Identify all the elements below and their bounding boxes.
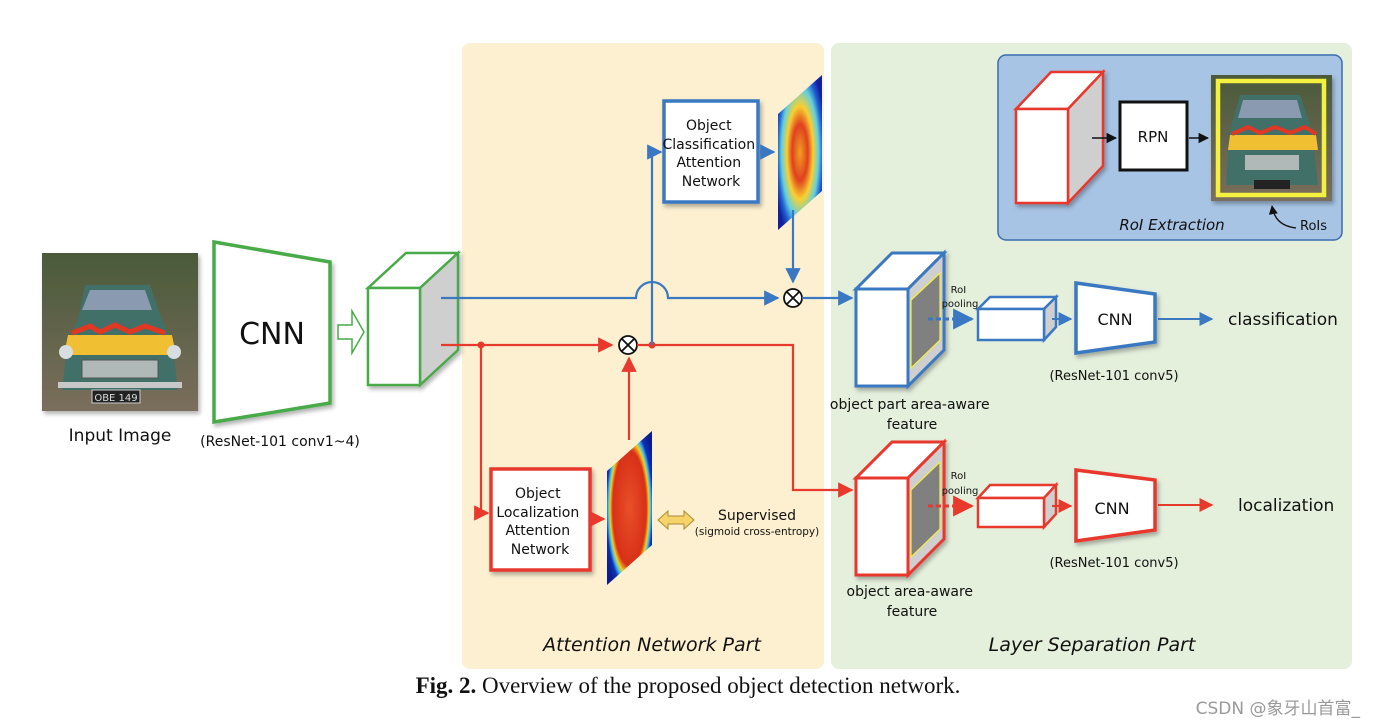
area-aware-feature-cube: [852, 438, 948, 579]
figure-caption: Fig. 2. Overview of the proposed object …: [0, 673, 1376, 699]
loc-net-line-1: Object: [515, 486, 561, 502]
loc-cnn-block: [1074, 468, 1157, 544]
cls-net-line-2: Classification: [662, 137, 755, 153]
classification-attention-network: [662, 99, 760, 204]
cls-feature-label-1: object part area-aware: [830, 397, 990, 413]
rpn-label: RPN: [1138, 128, 1169, 146]
loc-feature-label-1: object area-aware: [847, 584, 974, 600]
backbone-cnn-block: [212, 239, 332, 425]
license-plate-text: OBE 149: [94, 393, 137, 404]
cls-roi-pooling-label-1: RoI: [951, 285, 967, 296]
watermark: CSDN @象牙山首富_: [1195, 699, 1360, 719]
cls-cnn-label: CNN: [1097, 310, 1132, 329]
roi-bounding-box: [1215, 78, 1327, 198]
localization-output: localization: [1238, 496, 1334, 516]
svg-text:object part area-aware fea: object part area-aware feature: [830, 397, 994, 433]
classification-output: classification: [1228, 310, 1338, 330]
multiply-node-classification: [783, 288, 803, 308]
input-image: OBE 149: [42, 253, 198, 411]
cls-net-line-4: Network: [682, 174, 741, 190]
rois-pointer: [1268, 205, 1297, 229]
backbone-cnn-label: CNN: [239, 317, 305, 352]
svg-text:object area-aware feature: object area-aware feature: [847, 584, 978, 620]
cls-feature-label-2: feature: [887, 417, 938, 433]
cls-net-line-1: Object: [686, 118, 732, 134]
rpn-block: [1118, 100, 1189, 172]
cls-roi-pooling-label-2: pooling: [942, 299, 979, 310]
localization-attention-network: [489, 467, 592, 572]
caption-label: Fig. 2.: [415, 673, 477, 698]
cls-cnn-block: [1074, 280, 1157, 356]
backbone-feature-cube: [364, 250, 462, 388]
loc-roi-pooling-label-2: pooling: [942, 486, 979, 497]
loc-pooled-feature-cube: [975, 481, 1059, 531]
cls-pooled-feature-cube: [974, 293, 1060, 344]
localization-attention-map: [607, 431, 652, 585]
backbone-cnn-caption: (ResNet-101 conv1~4): [200, 434, 360, 450]
rois-label: RoIs: [1300, 219, 1327, 234]
classification-attention-map: [778, 75, 822, 230]
caption-text: Overview of the proposed object detectio…: [482, 673, 961, 698]
loc-net-line-3: Attention: [505, 523, 570, 539]
multiply-node-localization: [618, 335, 638, 355]
svg-text:Object Classification: Object Classification Attention Network: [662, 118, 759, 190]
cls-net-line-3: Attention: [676, 155, 741, 171]
attention-network-panel: [462, 43, 824, 669]
double-arrow-icon: [657, 509, 695, 531]
input-image-label: Input Image: [69, 426, 172, 446]
layer-separation-title: Layer Separation Part: [989, 634, 1197, 656]
loc-cnn-label: CNN: [1094, 499, 1129, 518]
loc-roi-pooling-label-1: RoI: [951, 471, 967, 482]
hollow-arrow-icon: [337, 308, 365, 356]
supervised-label: Supervised: [718, 508, 796, 524]
cls-cnn-caption: (ResNet-101 conv5): [1049, 369, 1178, 384]
loc-net-line-4: Network: [511, 542, 570, 558]
loc-net-line-2: Localization: [496, 505, 579, 521]
loc-cnn-caption: (ResNet-101 conv5): [1049, 556, 1178, 571]
roi-feature-cube: [1013, 68, 1106, 207]
attention-part-title: Attention Network Part: [541, 634, 762, 656]
roi-extraction-title: RoI Extraction: [1119, 216, 1224, 234]
loc-feature-label-2: feature: [887, 604, 938, 620]
part-area-aware-feature-cube: [852, 249, 948, 390]
svg-text:RoI pooling: RoI pooling: [942, 285, 979, 310]
svg-text:Object Localization At: Object Localization Attention Network: [496, 486, 583, 558]
supervised-sublabel: (sigmoid cross-entropy): [695, 526, 819, 538]
roi-image: [1211, 75, 1332, 201]
svg-text:RoI pooling: RoI pooling: [942, 471, 979, 497]
